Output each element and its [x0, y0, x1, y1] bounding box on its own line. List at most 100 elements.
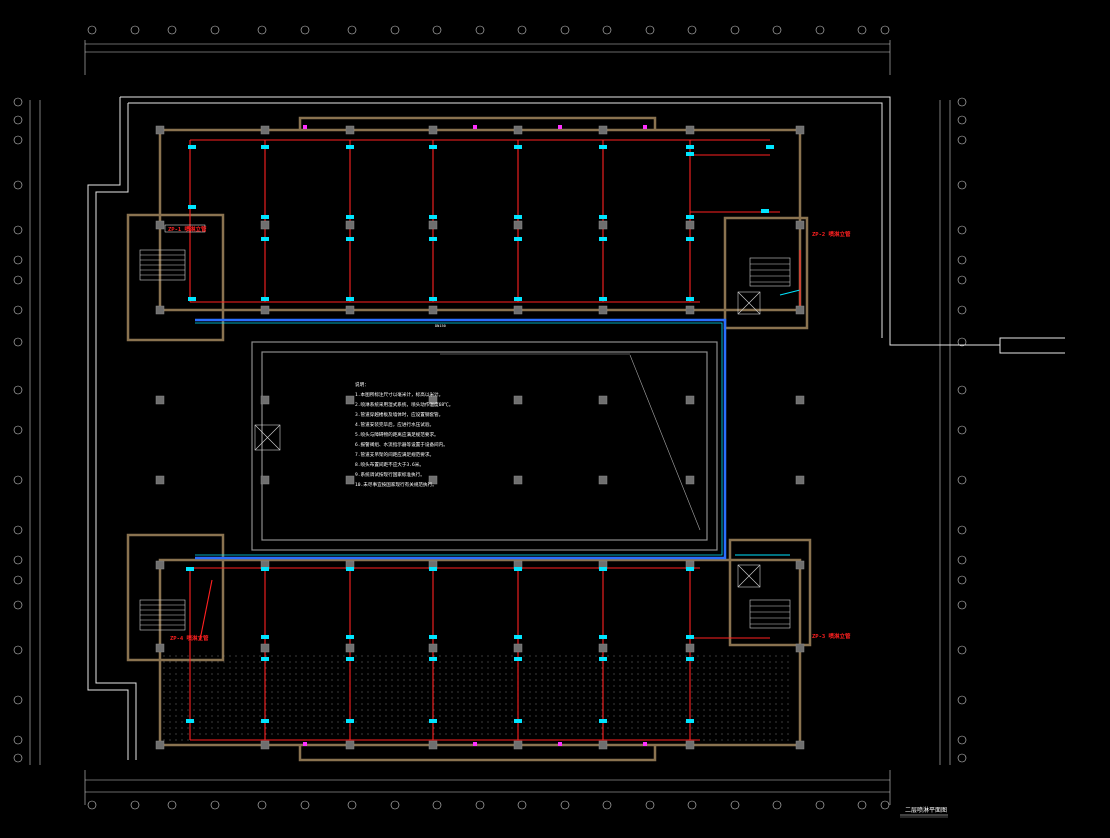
axis-bubble-icon — [957, 255, 967, 265]
sprinkler-head-icon — [599, 237, 607, 241]
column-icon — [685, 740, 695, 750]
axis-bubble-icon — [13, 255, 23, 265]
axis-bubble-icon — [957, 600, 967, 610]
notes-title: 说明： — [355, 381, 369, 388]
axis-bubble-icon — [957, 305, 967, 315]
axis-bubble-icon — [210, 800, 220, 810]
sprinkler-head-icon — [686, 152, 694, 156]
sprinkler-head-icon — [346, 145, 354, 149]
column-icon — [598, 643, 608, 653]
notes-line-3: 3.管道穿越楼板及墙体时，应设置钢套管。 — [355, 411, 443, 418]
column-icon — [795, 395, 805, 405]
sprinkler-head-icon — [686, 215, 694, 219]
axis-bubble-icon — [957, 555, 967, 565]
column-icon — [598, 395, 608, 405]
axis-bubble-icon — [957, 645, 967, 655]
accent-marker — [558, 742, 562, 746]
axis-bubble-icon — [13, 753, 23, 763]
column-icon — [795, 643, 805, 653]
column-icon — [685, 475, 695, 485]
axis-bubble-icon — [13, 180, 23, 190]
main-pipe-loop — [195, 289, 801, 560]
accent-marker — [303, 125, 307, 129]
column-icon — [260, 220, 270, 230]
column-icon — [155, 125, 165, 135]
accent-marker — [643, 125, 647, 129]
axis-bubble-icon — [167, 25, 177, 35]
sprinkler-head-icon — [429, 215, 437, 219]
axis-bubble-icon — [13, 695, 23, 705]
column-icon — [795, 560, 805, 570]
sprinkler-head-icon — [188, 297, 196, 301]
column-icon — [428, 475, 438, 485]
sprinkler-head-icon — [429, 297, 437, 301]
drawing-title-block: 二层喷淋平面图 — [900, 806, 948, 818]
axis-bubble-icon — [957, 695, 967, 705]
axis-bubble-icon — [687, 800, 697, 810]
riser-tag-2: ZP-2 喷淋立管 — [812, 230, 851, 238]
column-icon — [513, 475, 523, 485]
sprinkler-head-icon — [599, 635, 607, 639]
sprinkler-head-icon — [261, 657, 269, 661]
drawing-title: 二层喷淋平面图 — [905, 806, 947, 814]
column-icon — [345, 220, 355, 230]
sprinkler-head-icon — [188, 205, 196, 209]
axis-bubble-icon — [957, 385, 967, 395]
axis-bubble-icon — [13, 600, 23, 610]
axis-bubble-icon — [645, 800, 655, 810]
axis-bubble-icon — [432, 25, 442, 35]
riser-tag-4: ZP-4 喷淋立管 — [170, 634, 209, 642]
axis-bubble-icon — [300, 800, 310, 810]
sprinkler-head-icon — [599, 215, 607, 219]
riser-tag-1: ZP-1 喷淋立管 — [168, 225, 207, 233]
accent-marker — [303, 742, 307, 746]
axis-bubble-icon — [13, 525, 23, 535]
axis-bubble-icon — [815, 25, 825, 35]
sprinkler-head-icon — [686, 567, 694, 571]
column-icon — [795, 740, 805, 750]
axis-bubble-icon — [257, 800, 267, 810]
column-icon — [513, 220, 523, 230]
axis-bubble-icon — [130, 25, 140, 35]
axis-bubble-icon — [130, 800, 140, 810]
column-icon — [345, 740, 355, 750]
axis-bubble-icon — [13, 735, 23, 745]
sprinkler-head-icon — [514, 635, 522, 639]
sprinkler-head-icon — [514, 237, 522, 241]
column-icon — [513, 740, 523, 750]
notes-line-10: 10.未尽事宜按国家现行有关规范执行。 — [355, 481, 437, 488]
notes-line-6: 6.报警阀组、水流指示器等设置于设备间内。 — [355, 441, 448, 448]
sprinkler-head-icon — [261, 215, 269, 219]
column-icon — [260, 125, 270, 135]
dimension-lines — [29, 40, 951, 805]
column-icon — [598, 125, 608, 135]
axis-bubble-icon — [957, 135, 967, 145]
notes-line-7: 7.管道支吊架的间距应满足规范要求。 — [355, 451, 434, 458]
stair-icon — [749, 599, 791, 629]
axis-bubble-icon — [13, 475, 23, 485]
column-icon — [345, 125, 355, 135]
sprinkler-head-icon — [686, 719, 694, 723]
notes-line-2: 2.喷淋系统采用湿式系统，喷头动作温度68℃。 — [355, 401, 453, 408]
notes-line-1: 1.本图所标注尺寸以毫米计，标高以米计。 — [355, 391, 443, 398]
sprinkler-head-icon — [429, 567, 437, 571]
column-icon — [155, 395, 165, 405]
column-icon — [685, 643, 695, 653]
axis-bubble-icon — [957, 180, 967, 190]
sprinkler-head-icon — [599, 567, 607, 571]
notes-line-4: 4.管道安装完毕后，应进行水压试验。 — [355, 421, 434, 428]
axis-bubble-icon — [390, 25, 400, 35]
column-icon — [513, 125, 523, 135]
column-icon — [345, 305, 355, 315]
axis-bubble-icon — [772, 25, 782, 35]
sprinkler-head-icon — [599, 297, 607, 301]
column-icon — [598, 305, 608, 315]
axis-bubble-icon — [560, 800, 570, 810]
sprinkler-branch-pipes — [189, 139, 801, 741]
sprinkler-head-icon — [766, 145, 774, 149]
riser-tags: ZP-1 喷淋立管 ZP-2 喷淋立管 ZP-3 喷淋立管 ZP-4 喷淋立管 … — [164, 224, 851, 642]
axis-bubble-icon — [13, 275, 23, 285]
stair-icon — [749, 257, 791, 287]
sprinkler-head-icon — [346, 297, 354, 301]
sprinkler-head-icon — [346, 719, 354, 723]
